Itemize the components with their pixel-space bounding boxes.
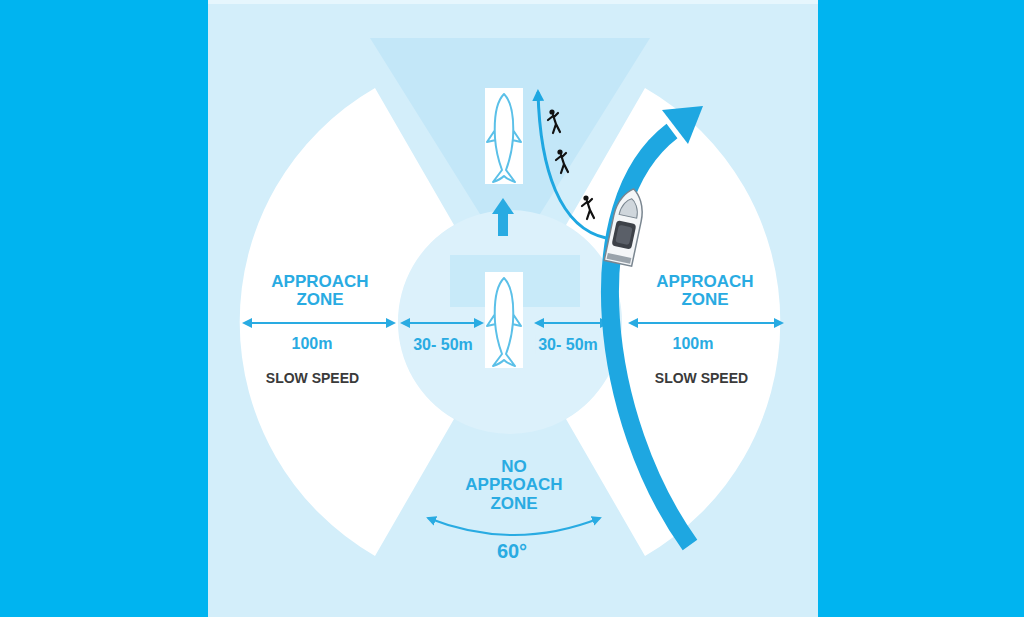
approach-zone: APPROACH ZONE 100mSLOW SPEED (245, 273, 395, 395)
speed-note: SLOW SPEED (634, 371, 769, 386)
angle-label: 60° (497, 541, 527, 563)
distance-label: 30- 50m (410, 335, 476, 354)
zone-title: APPROACH ZONE (640, 273, 770, 310)
distance-label: 100m (262, 335, 362, 352)
distance-label: 30- 50m (535, 335, 601, 354)
zone-label: NO APPROACH ZONE (464, 458, 564, 513)
zone-title: APPROACH ZONE (255, 273, 385, 310)
approach-zone: APPROACH ZONE 100mSLOW SPEED (628, 273, 788, 395)
distance-label: 100m (643, 335, 743, 352)
speed-note: SLOW SPEED (245, 371, 380, 386)
